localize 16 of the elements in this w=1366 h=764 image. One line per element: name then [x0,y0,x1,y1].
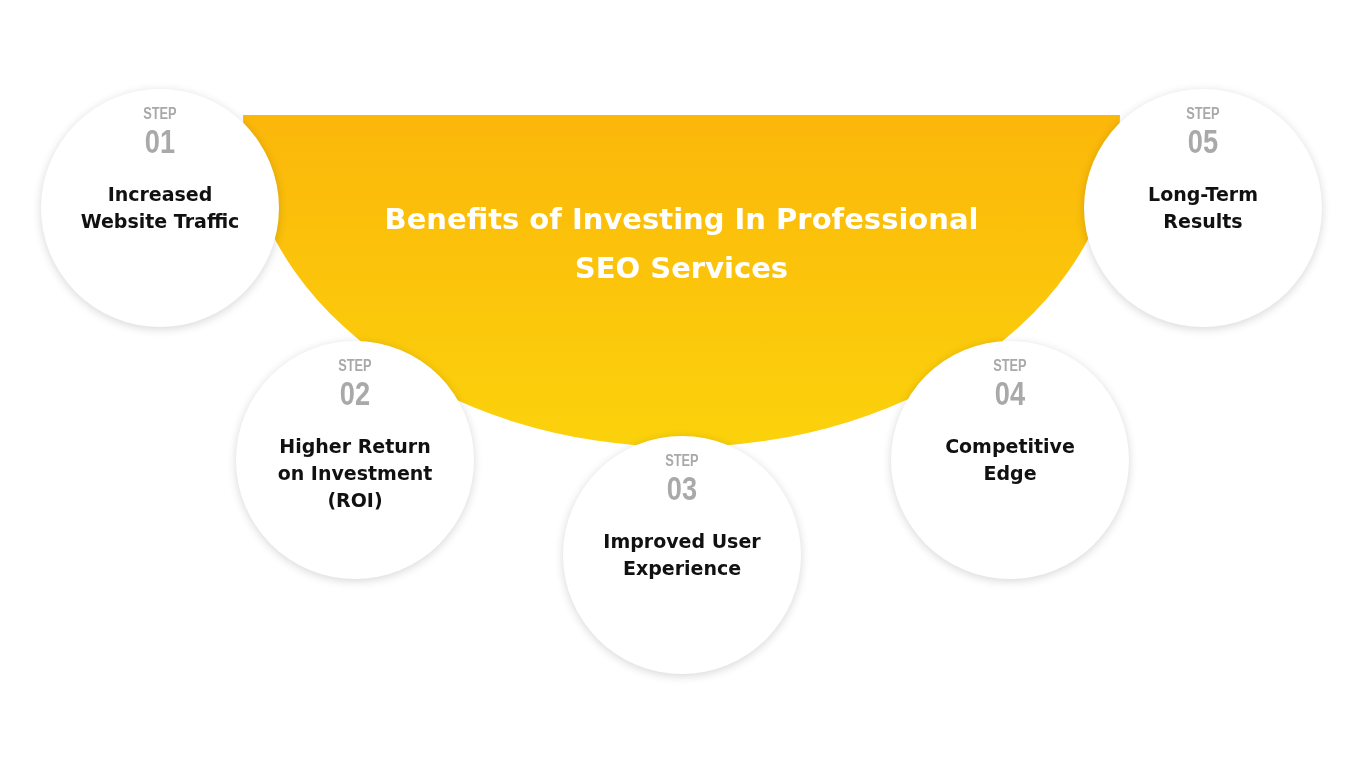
step-label: STEP [143,105,177,123]
step-label: STEP [993,357,1027,375]
benefit-text: Increased Website Traffic [79,182,241,234]
step-number: 04 [994,375,1026,411]
step-label: STEP [1186,105,1220,123]
step-label: STEP [665,452,699,470]
benefit-text: Competitive Edge [944,434,1076,486]
diagram-heading: Benefits of Investing In Professional SEO Services [383,201,980,287]
benefit-text: Improved User Experience [602,529,762,581]
step-number: 02 [339,375,371,411]
step-number: 03 [666,470,698,506]
step-label: STEP [338,357,372,375]
step-number: 05 [1187,123,1219,159]
benefit-text: Long-Term Results [1147,182,1259,234]
benefit-text: Higher Return on Investment (ROI) [276,434,434,513]
step-number: 01 [144,123,176,159]
